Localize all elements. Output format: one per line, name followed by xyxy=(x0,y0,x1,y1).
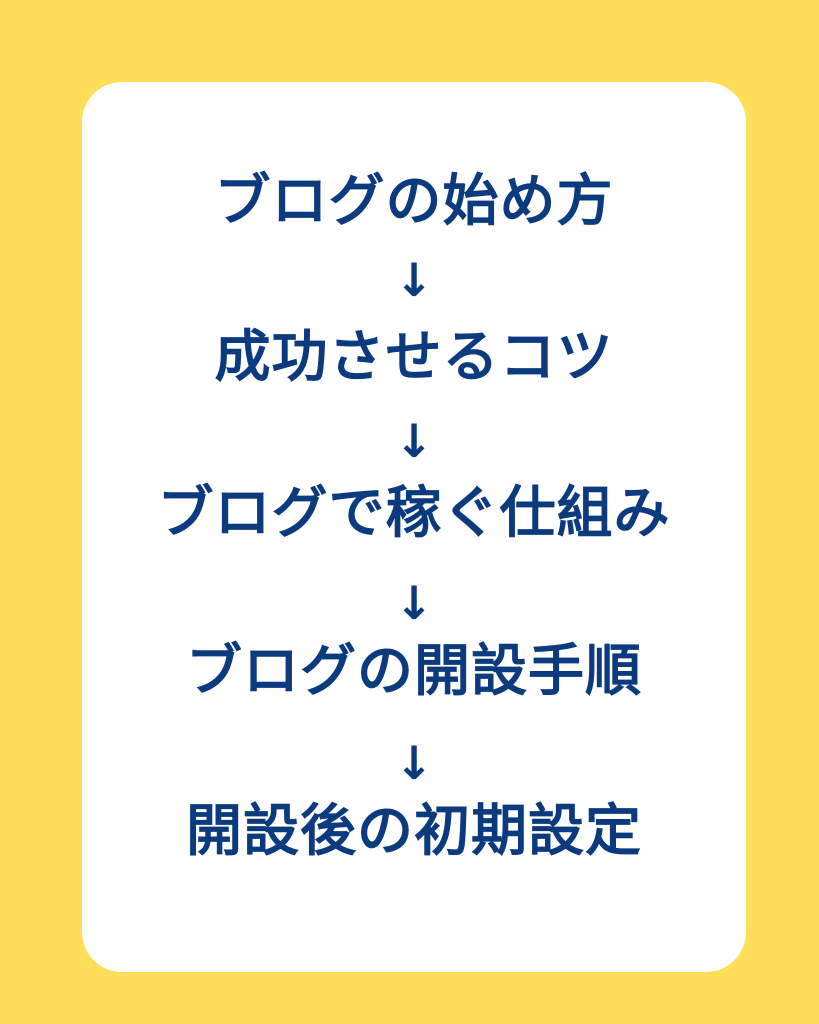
step-flow: ブログの始め方 ↓ 成功させるコツ ↓ ブログで稼ぐ仕組み ↓ ブログの開設手順… xyxy=(82,82,746,972)
step-1-label: ブログの始め方 xyxy=(214,169,614,234)
down-arrow-icon: ↓ xyxy=(394,736,434,790)
step-2-label: 成功させるコツ xyxy=(214,325,614,390)
down-arrow-icon: ↓ xyxy=(394,576,434,630)
step-5-label: 開設後の初期設定 xyxy=(186,799,642,864)
step-4-label: ブログの開設手順 xyxy=(186,639,642,704)
down-arrow-icon: ↓ xyxy=(394,253,434,307)
down-arrow-icon: ↓ xyxy=(394,414,434,468)
step-3-label: ブログで稼ぐ仕組み xyxy=(157,481,671,546)
content-card: ブログの始め方 ↓ 成功させるコツ ↓ ブログで稼ぐ仕組み ↓ ブログの開設手順… xyxy=(82,82,746,972)
